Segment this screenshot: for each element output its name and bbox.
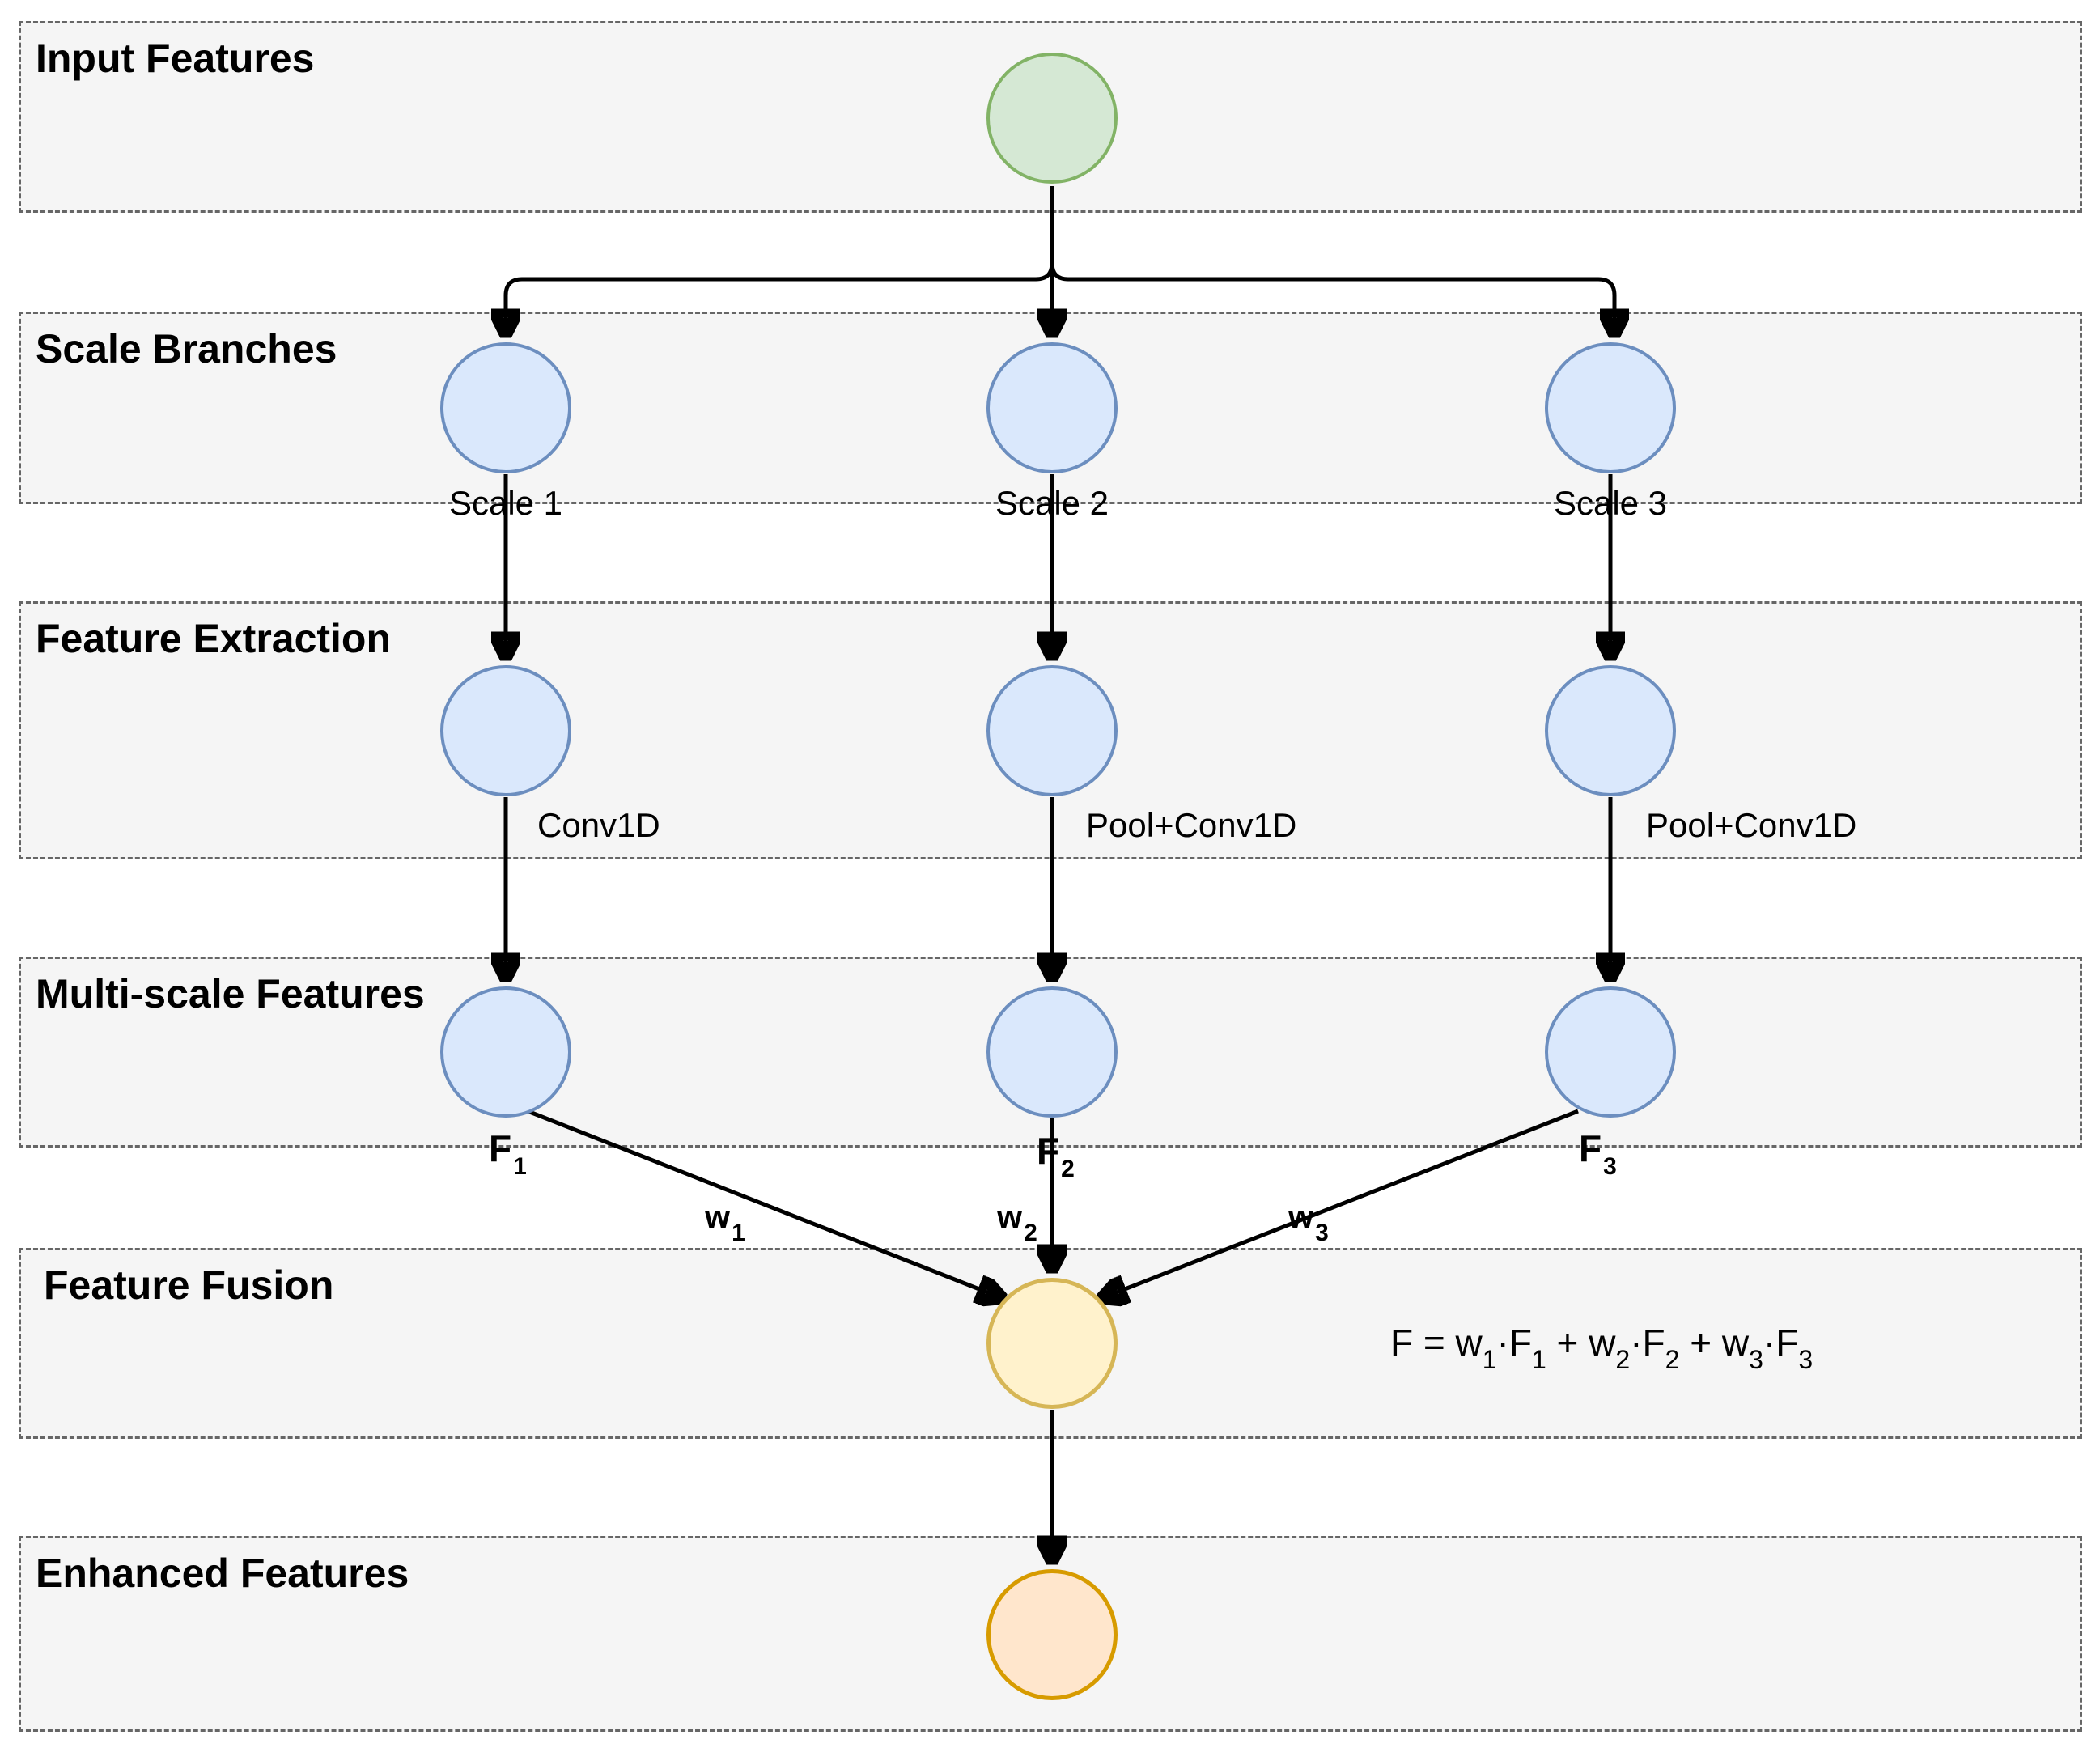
label-pool-conv1d-2: Pool+Conv1D bbox=[1086, 806, 1297, 844]
node-scale-2 bbox=[986, 342, 1118, 473]
fusion-formula: F = w1·F1 + w2·F2 + w3·F3 bbox=[1390, 1322, 1814, 1374]
node-conv-3 bbox=[1545, 665, 1676, 796]
band-label-enhanced-features: Enhanced Features bbox=[36, 1551, 409, 1596]
band-label-feature-extraction: Feature Extraction bbox=[36, 616, 392, 661]
label-scale-1: Scale 1 bbox=[448, 484, 563, 522]
label-f3: F3 bbox=[1579, 1127, 1617, 1180]
label-f2: F2 bbox=[1037, 1130, 1075, 1182]
label-w2: w2 bbox=[997, 1199, 1037, 1246]
label-w3: w3 bbox=[1288, 1199, 1329, 1246]
node-conv-1 bbox=[440, 665, 571, 796]
label-w1: w1 bbox=[705, 1199, 745, 1246]
node-input bbox=[986, 53, 1118, 184]
node-scale-3 bbox=[1545, 342, 1676, 473]
label-pool-conv1d-3: Pool+Conv1D bbox=[1646, 806, 1857, 844]
label-f1: F1 bbox=[489, 1127, 527, 1180]
node-fusion bbox=[986, 1278, 1118, 1409]
node-feature-1 bbox=[440, 986, 571, 1118]
band-label-feature-fusion: Feature Fusion bbox=[44, 1262, 334, 1308]
node-enhanced-output bbox=[986, 1569, 1118, 1700]
node-scale-1 bbox=[440, 342, 571, 473]
band-label-scale-branches: Scale Branches bbox=[36, 326, 337, 371]
label-conv1d: Conv1D bbox=[537, 806, 660, 844]
label-scale-2: Scale 2 bbox=[995, 484, 1109, 522]
band-label-input-features: Input Features bbox=[36, 36, 315, 81]
node-feature-3 bbox=[1545, 986, 1676, 1118]
band-label-multi-scale-features: Multi-scale Features bbox=[36, 971, 425, 1016]
node-conv-2 bbox=[986, 665, 1118, 796]
label-scale-3: Scale 3 bbox=[1553, 484, 1668, 522]
node-feature-2 bbox=[986, 986, 1118, 1118]
